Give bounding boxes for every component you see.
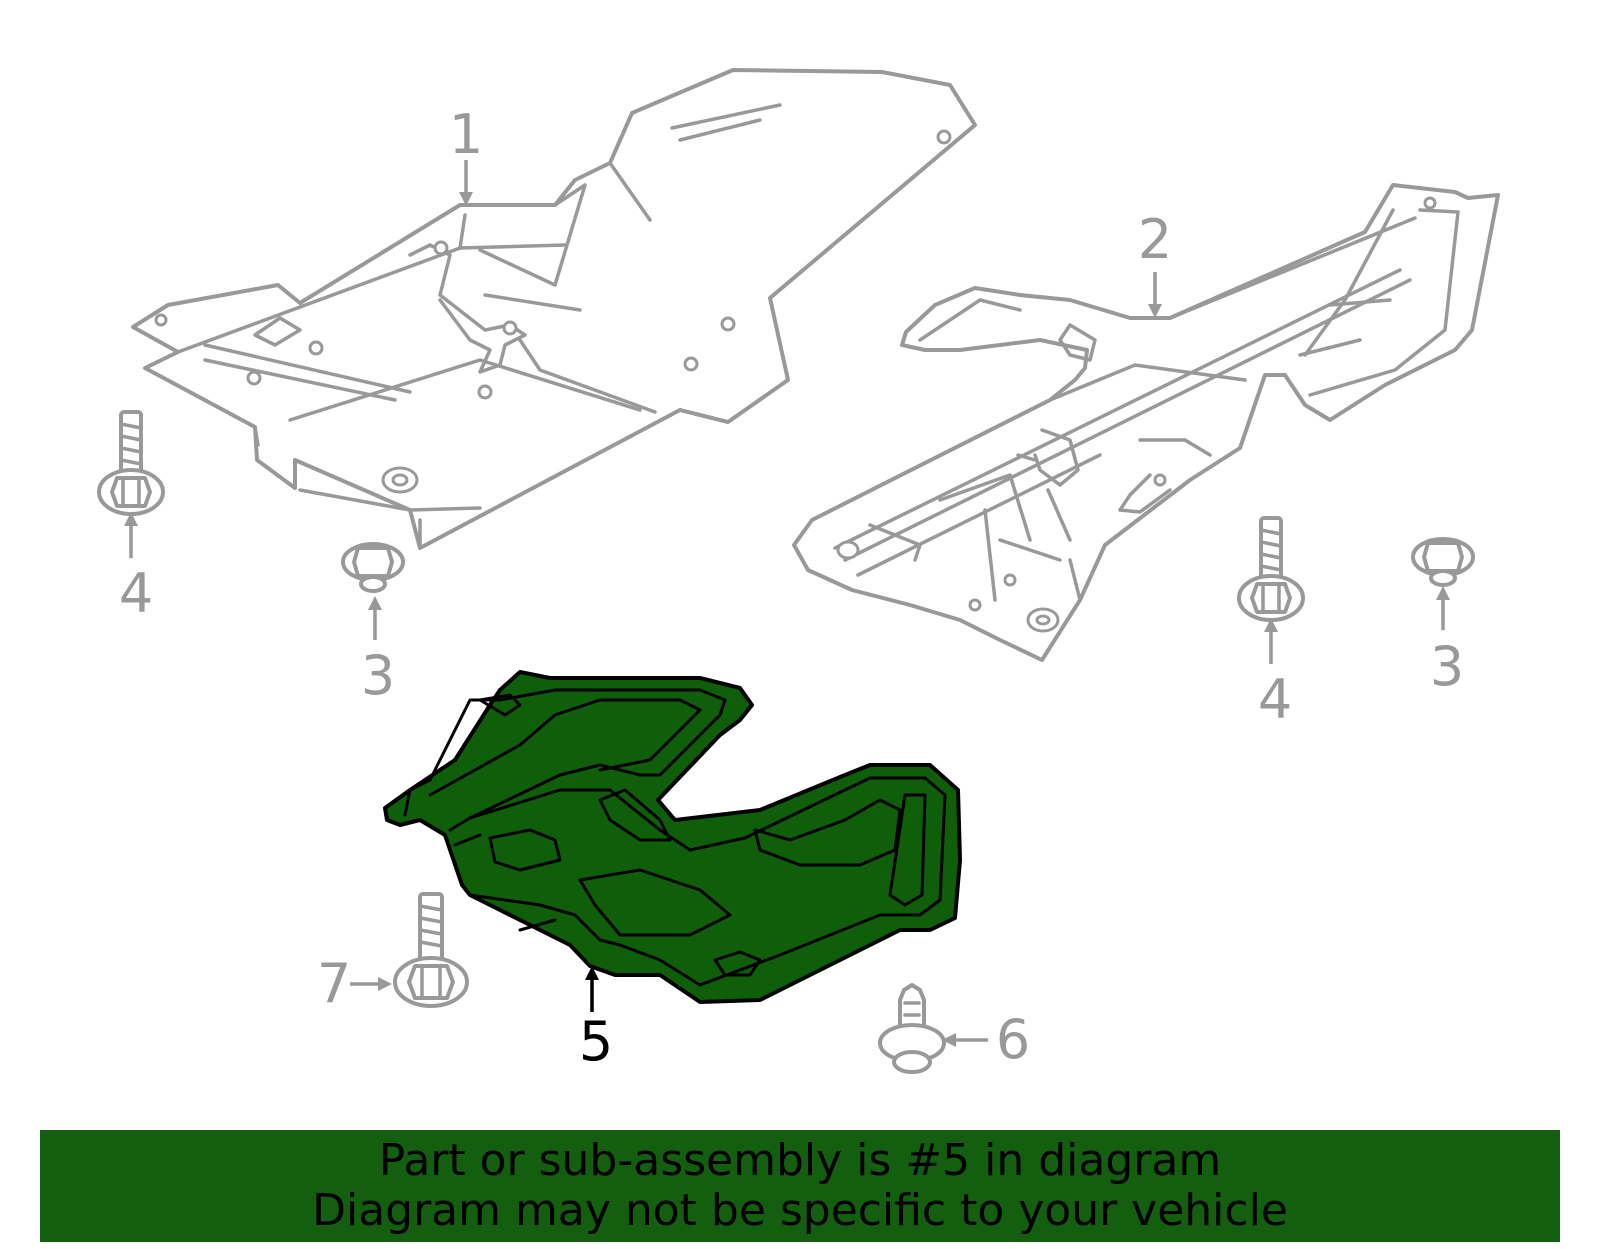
part-3-nut-right[interactable] xyxy=(1411,537,1475,587)
part-6-clip[interactable] xyxy=(878,983,946,1074)
callout-4-right: 4 xyxy=(1258,668,1292,731)
callout-3-left: 3 xyxy=(361,644,395,707)
part-4-bolt-right[interactable] xyxy=(1237,516,1305,622)
arrow-7 xyxy=(350,977,392,991)
info-banner: Part or sub-assembly is #5 in diagram Di… xyxy=(40,1130,1560,1242)
part-1-splash-shield[interactable] xyxy=(131,68,977,550)
part-7-bolt[interactable] xyxy=(393,892,469,1008)
callout-4-left: 4 xyxy=(119,562,153,625)
callout-1: 1 xyxy=(449,103,483,166)
callout-3-right: 3 xyxy=(1430,635,1464,698)
callout-arrows xyxy=(124,160,1450,1047)
part-3-nut-left[interactable] xyxy=(341,542,405,593)
arrow-1 xyxy=(459,160,473,206)
callout-6: 6 xyxy=(996,1008,1030,1071)
arrow-5 xyxy=(585,966,599,1012)
callout-5: 5 xyxy=(579,1010,613,1073)
part-2-under-cover[interactable] xyxy=(792,183,1500,662)
arrow-3-left xyxy=(368,596,382,640)
arrow-4-left xyxy=(124,512,138,558)
arrow-2 xyxy=(1148,272,1162,318)
arrow-3-right xyxy=(1436,586,1450,630)
banner-line-1: Part or sub-assembly is #5 in diagram xyxy=(378,1135,1222,1186)
parts-diagram: 1 2 3 3 4 4 5 6 7 xyxy=(97,68,1500,1074)
callout-7: 7 xyxy=(317,952,351,1015)
banner-line-2: Diagram may not be specific to your vehi… xyxy=(312,1185,1288,1236)
part-5-lower-shield[interactable] xyxy=(383,670,962,1004)
callout-2: 2 xyxy=(1138,208,1172,271)
arrow-6 xyxy=(942,1033,988,1047)
arrow-4-right xyxy=(1264,618,1278,664)
part-4-bolt-left[interactable] xyxy=(97,410,165,516)
